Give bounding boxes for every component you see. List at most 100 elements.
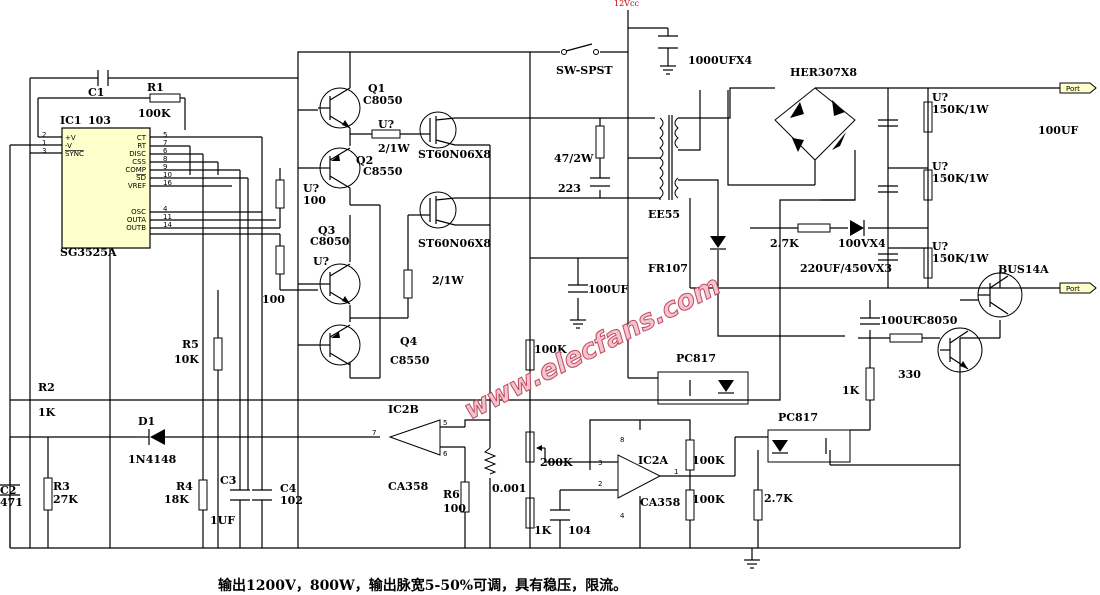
resistor-100 xyxy=(275,245,285,275)
r27k-label: 2.7K xyxy=(770,237,799,250)
ic1-pin-name--v: -V xyxy=(65,142,72,150)
resistor-100k-d xyxy=(685,489,695,521)
ic1-pin-name-outb: OUTB xyxy=(126,224,146,232)
resistor-r3 xyxy=(43,477,53,511)
uq1-ref: U? xyxy=(378,118,394,131)
transistor-q3 xyxy=(318,263,361,305)
d1-ref: D1 xyxy=(138,415,155,428)
c100b-label: 100UF xyxy=(588,283,629,296)
resistor-2-1w-a xyxy=(371,129,401,139)
c4-value: 102 xyxy=(280,494,303,507)
uq2-value: 100 xyxy=(303,194,326,207)
wires xyxy=(9,10,1060,549)
shunt-resistor xyxy=(483,447,497,475)
q1-part: C8050 xyxy=(363,94,403,107)
resistor-1k-b xyxy=(525,497,535,529)
resistor-100k xyxy=(525,339,535,371)
c3-value: 1UF xyxy=(210,514,235,527)
c2-value: 471 xyxy=(0,496,23,509)
r2-value: 1K xyxy=(38,406,56,419)
r100-label: 100 xyxy=(262,293,285,306)
r100kd-label: 100K xyxy=(692,493,725,506)
r100kc-label: 100K xyxy=(692,454,725,467)
capacitor-100uf-c xyxy=(860,317,880,325)
ic1-pin-16: 16 xyxy=(163,179,172,187)
cout-label: 100UF xyxy=(1038,124,1079,137)
transistor-q2 xyxy=(318,147,361,189)
pc817a-label: PC817 xyxy=(676,352,716,365)
zener-label: 100VX4 xyxy=(838,237,886,250)
transistor-c8050 xyxy=(937,327,983,373)
fr107-label: FR107 xyxy=(648,262,688,275)
caption-text: 输出1200V，800W，输出脉宽5-50%可调，具有稳压，限流。 xyxy=(218,577,627,594)
mosfet-2 xyxy=(419,191,457,229)
uo3-value: 150K/1W xyxy=(932,252,989,265)
q2-ref: Q2 xyxy=(356,154,373,167)
r5-ref: R5 xyxy=(182,338,199,351)
bridge-rectifier xyxy=(770,87,856,186)
capacitor-1000uf xyxy=(658,35,678,75)
ic1-pin-name-vref: VREF xyxy=(128,182,146,190)
shunt-label: 0.001 xyxy=(492,482,526,495)
ic1-pin-name-css: CSS xyxy=(132,158,146,166)
output-port-bottom: Port xyxy=(1059,282,1097,294)
ic1-pin-name-outa: OUTA xyxy=(127,216,146,224)
capacitor-c3 xyxy=(230,489,250,501)
resistor-150k-3 xyxy=(923,247,933,279)
ic1-pin-5: 5 xyxy=(163,131,167,139)
output-capacitors xyxy=(878,119,898,261)
uq3-ref: U? xyxy=(313,255,329,268)
ground-symbol xyxy=(744,548,760,569)
ic1-pin-14: 14 xyxy=(163,221,172,229)
q3-ref: Q3 xyxy=(318,224,335,237)
output-port-top: Port xyxy=(1059,82,1097,94)
uo2-ref: U? xyxy=(932,160,948,173)
csnub-label: 223 xyxy=(558,182,581,195)
ic2a-pin-3: 3 xyxy=(598,459,602,467)
mosfet2-label: ST60N06X8 xyxy=(418,237,491,250)
ic2a-ref: IC2A xyxy=(638,454,669,467)
zener-100vx4 xyxy=(850,220,865,236)
mosfet-1 xyxy=(419,111,457,149)
ic1-pin-1: 1 xyxy=(42,139,46,147)
c1-value: 103 xyxy=(88,114,111,127)
component-labels: 12Vcc C1 103 R1 100K Q1 C8050 U? 2/1W Q2… xyxy=(0,0,1079,537)
ic1-pin-name-sync: SYNC xyxy=(65,150,84,158)
resistor-1k xyxy=(865,367,875,401)
ic1-part: SG3525A xyxy=(60,246,117,259)
resistor-u-100 xyxy=(275,179,285,209)
r1-ref: R1 xyxy=(147,81,164,94)
r6-ref: R6 xyxy=(443,488,460,501)
port-bottom-label: Port xyxy=(1066,285,1080,293)
uo1-ref: U? xyxy=(932,91,948,104)
r5-value: 10K xyxy=(174,353,199,366)
c1-ref: C1 xyxy=(88,86,104,99)
ic1-pin-name-sd: SD xyxy=(136,174,146,182)
r4-ref: R4 xyxy=(176,480,193,493)
diode-d1 xyxy=(138,429,165,445)
capacitor-104 xyxy=(550,509,570,521)
r21w-label: 2/1W xyxy=(432,274,464,287)
r27kb-label: 2.7K xyxy=(764,492,793,505)
ic1-ref: IC1 xyxy=(60,114,82,127)
ic2a-pin-2: 2 xyxy=(598,480,602,488)
c220-label: 220UF/450VX3 xyxy=(800,262,892,275)
c2-ref: C2 xyxy=(0,484,16,497)
r100k-label: 100K xyxy=(534,343,567,356)
q4-ref: Q4 xyxy=(400,335,418,348)
mosfet1-label: ST60N06X8 xyxy=(418,148,491,161)
resistor-2-1w-b xyxy=(403,269,413,299)
ic1-pin-name-rt: RT xyxy=(137,142,146,150)
potentiometer-200k xyxy=(525,431,535,463)
c4-ref: C4 xyxy=(280,482,297,495)
bridge-label: HER307X8 xyxy=(790,66,857,79)
r2-ref: R2 xyxy=(38,381,55,394)
uo1-value: 150K/1W xyxy=(932,103,989,116)
rsnub-label: 47/2W xyxy=(554,152,594,165)
r4-value: 18K xyxy=(164,493,189,506)
r6-value: 100 xyxy=(443,502,466,515)
resistor-100k-c xyxy=(685,439,695,471)
opamp-ic2a xyxy=(617,454,662,499)
